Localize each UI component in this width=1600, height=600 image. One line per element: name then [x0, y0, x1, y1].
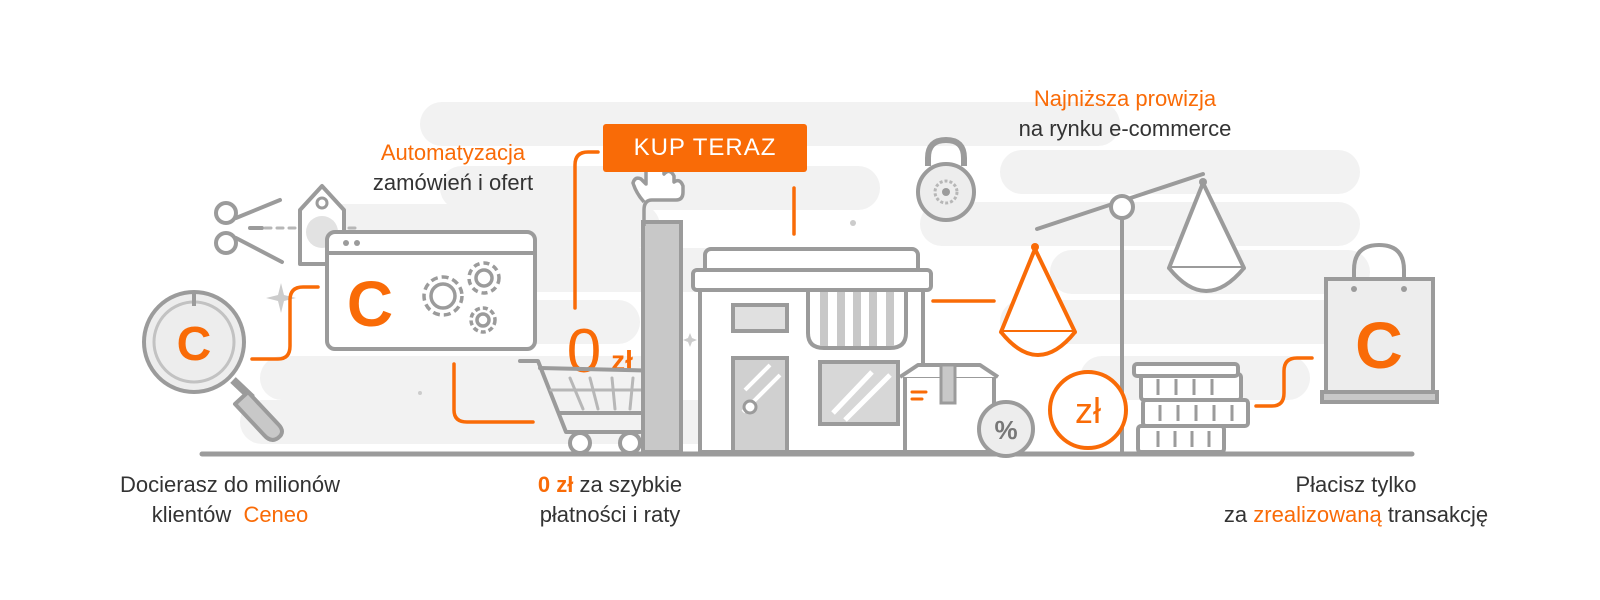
label-automation: Automatyzacja zamówień i ofert [358, 138, 548, 198]
ceneo-logo-letter: C [1355, 308, 1403, 382]
percent-badge-icon: % [977, 400, 1035, 458]
label-reach-line2: klientów Ceneo [80, 500, 380, 530]
svg-text:0: 0 [567, 317, 601, 386]
svg-text:zł: zł [1075, 390, 1101, 431]
ceneo-logo-letter: C [177, 318, 212, 371]
ceneo-brand-text: Ceneo [243, 502, 309, 527]
label-pay-only: Płacisz tylko za zrealizowaną transakcję [1206, 470, 1506, 530]
label-payments-line1-rest: za szybkie [579, 472, 683, 497]
padlock-icon [916, 136, 976, 222]
scissors-icon [214, 198, 358, 264]
label-pay-only-suffix: transakcję [1387, 502, 1489, 527]
coin-stack-icon [1132, 362, 1250, 454]
label-payments-line1: 0 zł za szybkie [510, 470, 710, 500]
label-reach-line1: Docierasz do milionów [119, 472, 341, 497]
label-payments-line2: płatności i raty [539, 502, 681, 527]
shop-building-icon [691, 247, 933, 456]
label-pay-only-prefix: za [1223, 502, 1248, 527]
hand-pointer-icon [631, 136, 685, 454]
gear-icon [422, 261, 501, 334]
label-pay-only-line1: Płacisz tylko [1295, 472, 1417, 497]
label-automation-subtitle: zamówień i ofert [372, 170, 534, 195]
realized-highlight: zrealizowaną [1253, 502, 1382, 527]
svg-text:%: % [994, 415, 1017, 445]
connector-lines [250, 150, 1314, 424]
buy-now-button[interactable]: KUP TERAZ [603, 124, 807, 172]
label-reach-prefix: klientów [151, 502, 232, 527]
label-reach: Docierasz do milionów klientów Ceneo [80, 470, 380, 530]
label-automation-title: Automatyzacja [380, 140, 526, 165]
label-commission: Najniższa prowizja na rynku e-commerce [990, 84, 1260, 144]
shopping-bag-icon: C [1320, 242, 1439, 404]
label-commission-title: Najniższa prowizja [1033, 86, 1217, 111]
label-commission-subtitle: na rynku e-commerce [1018, 116, 1232, 141]
magnifier-icon: C [142, 290, 284, 442]
browser-window-icon: C [325, 230, 537, 351]
label-pay-only-line2: za zrealizowaną transakcję [1206, 500, 1506, 530]
label-payments: 0 zł za szybkie płatności i raty [510, 470, 710, 530]
coin-icon: zł [1048, 370, 1128, 450]
parcel-box-icon [898, 363, 1000, 454]
ceneo-logo-letter: C [347, 268, 393, 340]
zero-fee-highlight: 0 zł [537, 472, 574, 497]
